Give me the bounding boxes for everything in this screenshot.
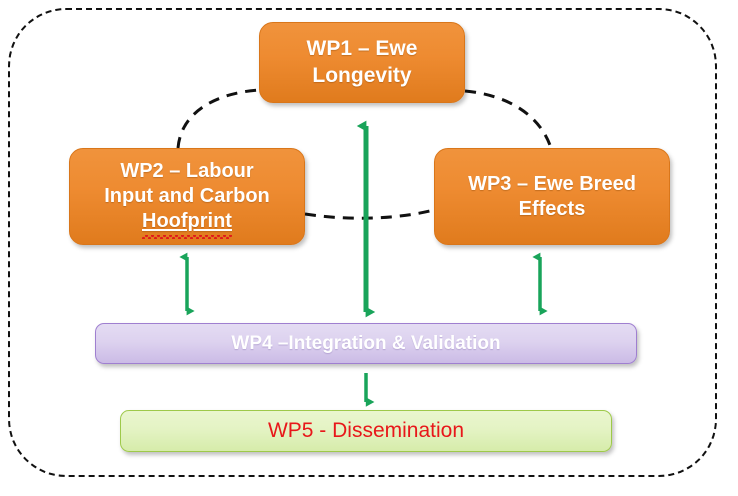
node-wp2-line-3-misspelled: Hoofprint (142, 209, 232, 239)
node-wp2-label: WP2 – Labour Input and Carbon Hoofprint (70, 159, 304, 239)
node-wp3-label: WP3 – Ewe Breed Effects (435, 172, 669, 222)
node-wp5-dissemination[interactable]: WP5 - Dissemination (120, 410, 612, 452)
node-wp1-ewe-longevity[interactable]: WP1 – Ewe Longevity (259, 22, 465, 103)
node-wp2-line-2: Input and Carbon (104, 185, 270, 208)
node-wp2-line-1: WP2 – Labour (120, 160, 254, 183)
node-wp1-label: WP1 – Ewe Longevity (260, 36, 464, 88)
dashed-curve-wp2-wp3 (304, 208, 435, 220)
node-wp3-line-2: Effects (518, 197, 586, 220)
dashed-curve-wp1-wp3 (464, 89, 553, 149)
node-wp5-label: WP5 - Dissemination (267, 418, 465, 442)
node-wp2-labour-input-and-carbon-hoofprint[interactable]: WP2 – Labour Input and Carbon Hoofprint (69, 148, 305, 245)
node-wp1-line-2: Longevity (312, 63, 412, 87)
node-wp3-line-1: WP3 – Ewe Breed (468, 172, 636, 195)
node-wp4-integration-and-validation[interactable]: WP4 –Integration & Validation (95, 323, 637, 364)
diagram-outer-boundary (8, 8, 717, 477)
dashed-curve-wp2-wp1 (176, 88, 260, 149)
node-wp4-label: WP4 –Integration & Validation (231, 332, 501, 354)
node-wp1-line-1: WP1 – Ewe (306, 37, 418, 61)
node-wp3-ewe-breed-effects[interactable]: WP3 – Ewe Breed Effects (434, 148, 670, 245)
